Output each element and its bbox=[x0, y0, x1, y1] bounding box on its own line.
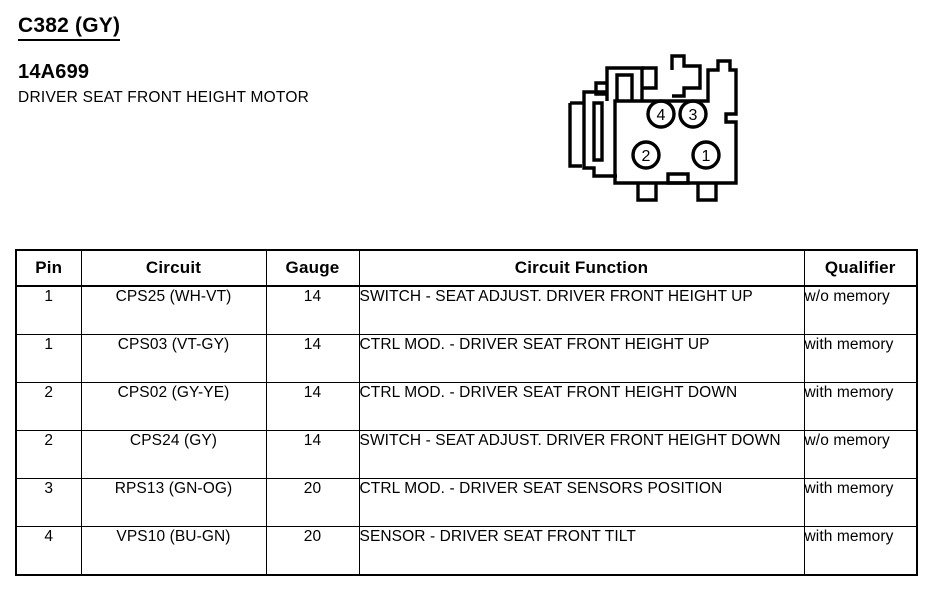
cell-circuit: RPS13 (GN-OG) bbox=[80, 478, 267, 527]
cell-qualifier: with memory bbox=[803, 382, 918, 431]
pinout-table: Pin Circuit Gauge Circuit Function Quali… bbox=[15, 249, 918, 576]
pin-number-4: 4 bbox=[657, 107, 666, 124]
cell-function: CTRL MOD. - DRIVER SEAT FRONT HEIGHT UP bbox=[358, 334, 805, 383]
cell-circuit: CPS25 (WH-VT) bbox=[80, 285, 267, 335]
connector-body-outline bbox=[613, 59, 738, 185]
column-header-gauge: Gauge bbox=[265, 249, 360, 287]
cell-qualifier: w/o memory bbox=[803, 285, 918, 335]
component-name: DRIVER SEAT FRONT HEIGHT MOTOR bbox=[18, 88, 310, 106]
cell-qualifier: with memory bbox=[803, 478, 918, 527]
cell-qualifier: w/o memory bbox=[803, 430, 918, 479]
connector-bottom-tab-right bbox=[696, 183, 718, 202]
latch-lever-pivot bbox=[594, 81, 607, 96]
cell-gauge: 14 bbox=[265, 334, 360, 383]
cell-function: SWITCH - SEAT ADJUST. DRIVER FRONT HEIGH… bbox=[358, 285, 805, 335]
cell-qualifier: with memory bbox=[803, 334, 918, 383]
cell-pin: 2 bbox=[15, 430, 82, 479]
cell-gauge: 14 bbox=[265, 430, 360, 479]
cell-qualifier: with memory bbox=[803, 526, 918, 576]
connector-id-title: C382 (GY) bbox=[18, 14, 121, 41]
cell-circuit: VPS10 (BU-GN) bbox=[80, 526, 267, 576]
pinout-table-container: Pin Circuit Gauge Circuit Function Quali… bbox=[15, 249, 918, 576]
connector-bottom-notch bbox=[666, 172, 690, 185]
connector-top-lock-tab bbox=[670, 54, 702, 98]
cell-pin: 3 bbox=[15, 478, 82, 527]
pin-number-1: 1 bbox=[702, 148, 711, 165]
pin-cavity-3 bbox=[678, 99, 708, 129]
cell-pin: 4 bbox=[15, 526, 82, 576]
cell-circuit: CPS24 (GY) bbox=[80, 430, 267, 479]
connector-header: C382 (GY) 14A699 DRIVER SEAT FRONT HEIGH… bbox=[18, 14, 538, 107]
connector-top-step bbox=[642, 66, 658, 90]
pin-number-3: 3 bbox=[689, 107, 698, 124]
pin-cavity-1 bbox=[691, 140, 721, 170]
column-header-circuit: Circuit bbox=[80, 249, 267, 287]
pin-cavity-2 bbox=[631, 140, 661, 170]
part-number: 14A699 bbox=[18, 60, 90, 83]
cell-gauge: 14 bbox=[265, 382, 360, 431]
cell-gauge: 14 bbox=[265, 285, 360, 335]
cell-function: SENSOR - DRIVER SEAT FRONT TILT bbox=[358, 526, 805, 576]
cell-pin: 1 bbox=[15, 285, 82, 335]
connector-top-shroud bbox=[605, 66, 644, 101]
connector-drawing-svg: 4 3 2 1 bbox=[568, 54, 738, 202]
cell-circuit: CPS02 (GY-YE) bbox=[80, 382, 267, 431]
cell-pin: 1 bbox=[15, 334, 82, 383]
connector-top-shroud-inner bbox=[615, 73, 634, 101]
column-header-function: Circuit Function bbox=[358, 249, 805, 287]
table-header-row: Pin Circuit Gauge Circuit Function Quali… bbox=[15, 249, 918, 287]
cell-gauge: 20 bbox=[265, 526, 360, 576]
column-header-pin: Pin bbox=[15, 249, 82, 287]
cell-function: SWITCH - SEAT ADJUST. DRIVER FRONT HEIGH… bbox=[358, 430, 805, 479]
cell-function: CTRL MOD. - DRIVER SEAT FRONT HEIGHT DOW… bbox=[358, 382, 805, 431]
cell-gauge: 20 bbox=[265, 478, 360, 527]
latch-lever-outer bbox=[568, 103, 582, 168]
pin-cavity-4 bbox=[646, 99, 676, 129]
cell-function: CTRL MOD. - DRIVER SEAT SENSORS POSITION bbox=[358, 478, 805, 527]
cell-circuit: CPS03 (VT-GY) bbox=[80, 334, 267, 383]
connector-bottom-tab-left bbox=[636, 183, 658, 202]
latch-lever-rib bbox=[592, 101, 604, 162]
cell-pin: 2 bbox=[15, 382, 82, 431]
latch-lever-arm bbox=[582, 90, 617, 178]
column-header-qualifier: Qualifier bbox=[803, 249, 918, 287]
pin-number-2: 2 bbox=[642, 148, 651, 165]
connector-face-diagram: 4 3 2 1 bbox=[560, 48, 790, 213]
